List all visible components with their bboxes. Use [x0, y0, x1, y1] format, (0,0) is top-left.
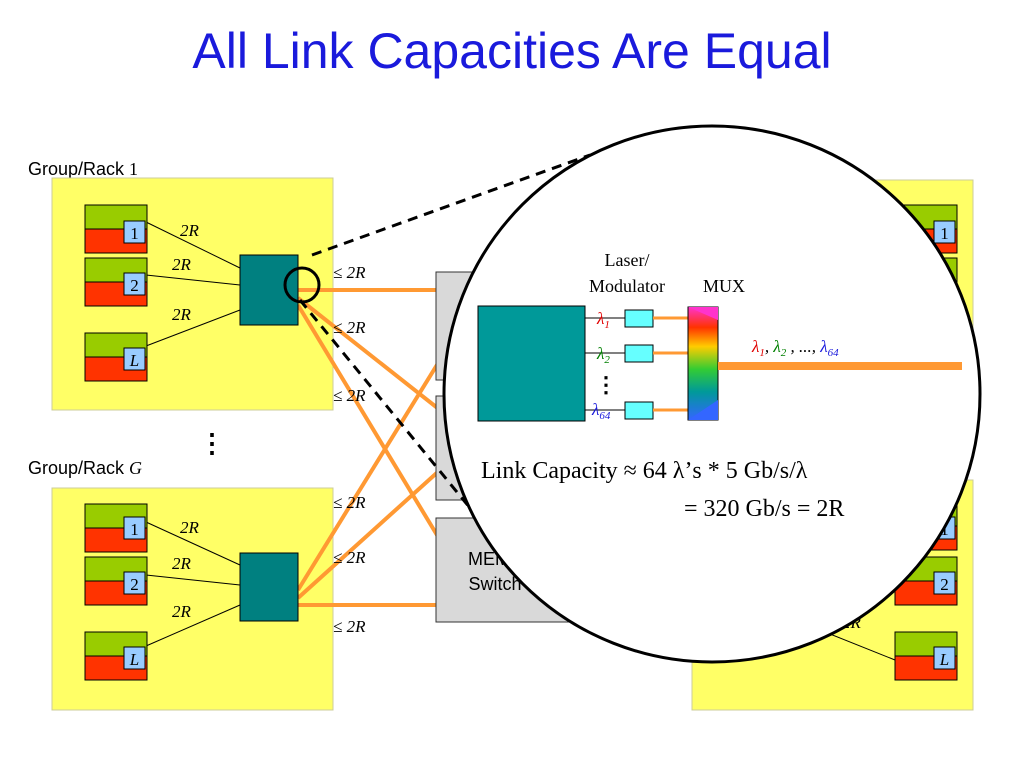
zoom-line-bottom	[298, 299, 490, 531]
inset-switch	[477, 305, 586, 422]
page-title: All Link Capacities Are Equal	[192, 23, 832, 79]
svg-text:≤ 2R: ≤ 2R	[333, 386, 366, 405]
linecard-g-1: 1	[84, 503, 148, 553]
svg-text:L: L	[939, 650, 949, 669]
svg-text:2R: 2R	[172, 255, 192, 274]
zoom-line-top	[311, 153, 591, 257]
svg-text:2R: 2R	[172, 602, 192, 621]
laser-label-1: Laser/	[605, 250, 650, 270]
group-rack-g-label: Group/Rack G	[28, 458, 142, 478]
mux-label: MUX	[703, 276, 745, 296]
zoom-inset: Laser/ Modulator MUX λ1 λ2 λ64 ⋮ λ1, λ2 …	[477, 250, 962, 522]
svg-text:≤ 2R: ≤ 2R	[333, 263, 366, 282]
group-rack-1-label: Group/Rack 1	[28, 159, 138, 179]
fiber-links	[296, 288, 442, 607]
svg-text:2R: 2R	[180, 518, 200, 537]
svg-text:2: 2	[130, 575, 139, 594]
channel-list: λ1, λ2 , ..., λ64	[751, 337, 839, 359]
laser-1	[624, 309, 654, 328]
lambda-64-label: λ64	[591, 400, 611, 422]
lambda-ellipsis: ⋮	[595, 372, 617, 397]
linecard-2: 2	[84, 257, 148, 307]
rack-1-contents: 1 2 L 2R 2R 2R	[84, 204, 321, 382]
svg-text:2R: 2R	[172, 554, 192, 573]
rack-1-switch	[239, 254, 299, 326]
rack-g-contents: 1 2 L 2R 2R 2R	[84, 503, 299, 681]
laser-64	[624, 401, 654, 420]
svg-text:L: L	[129, 650, 139, 669]
svg-text:≤ 2R: ≤ 2R	[333, 548, 366, 567]
svg-text:2R: 2R	[172, 305, 192, 324]
capacity-line-2: = 320 Gb/s = 2R	[684, 496, 844, 522]
svg-text:L: L	[129, 351, 139, 370]
rack-g-switch	[239, 552, 299, 622]
linecard-l: L	[84, 332, 148, 382]
linecard-g-l: L	[84, 631, 148, 681]
svg-text:2: 2	[940, 575, 949, 594]
svg-text:1: 1	[130, 520, 139, 539]
laser-label-2: Modulator	[589, 276, 665, 296]
laser-2	[624, 344, 654, 363]
linecard-g-2: 2	[84, 556, 148, 606]
link-capacity-labels: ≤ 2R ≤ 2R ≤ 2R ≤ 2R ≤ 2R ≤ 2R	[333, 263, 366, 636]
lambda-1-label: λ1	[596, 309, 610, 331]
lambda-2-label: λ2	[596, 344, 610, 366]
svg-text:2: 2	[130, 276, 139, 295]
svg-text:2R: 2R	[180, 221, 200, 240]
svg-text:≤ 2R: ≤ 2R	[333, 617, 366, 636]
linecard-1: 1	[84, 204, 148, 254]
svg-text:1: 1	[130, 224, 139, 243]
capacity-line-1: Link Capacity ≈ 64 λ’s * 5 Gb/s/λ	[481, 458, 808, 484]
svg-text:1: 1	[940, 224, 949, 243]
svg-text:≤ 2R: ≤ 2R	[333, 493, 366, 512]
mems-switch-label-2: Switch	[468, 574, 521, 594]
rack-ellipsis: ⋮	[199, 429, 225, 458]
svg-text:≤ 2R: ≤ 2R	[333, 318, 366, 337]
